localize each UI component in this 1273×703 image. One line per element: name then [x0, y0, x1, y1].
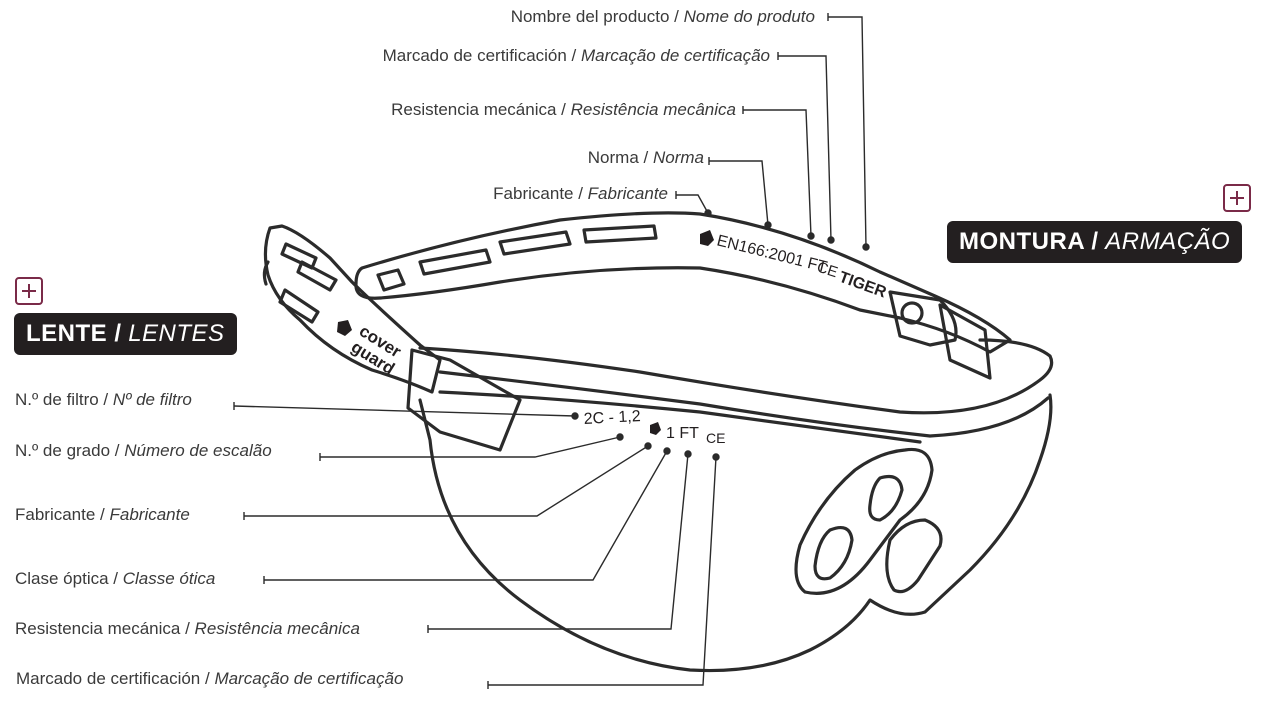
lens-outline — [418, 393, 1053, 673]
leader-standard-dot — [764, 221, 772, 229]
lens-ce-mark: CE — [706, 430, 725, 446]
leader-scale-number-dot — [616, 433, 624, 441]
frame-section-title: MONTURA / ARMAÇÃO — [947, 221, 1243, 263]
lens-label-manufacturer: Fabricante / Fabricante — [15, 505, 190, 524]
side-shield — [794, 447, 934, 595]
frame-label-product-name: Nombre del producto / Nome do produto — [510, 7, 815, 26]
frame-expand-icon[interactable] — [1223, 184, 1251, 212]
frame-label-mechanical-resistance: Resistencia mecánica / Resistência mecân… — [391, 100, 736, 119]
temple-slot-1 — [376, 268, 406, 292]
left-temple-hinge — [262, 260, 270, 286]
temple-slot-3 — [498, 230, 572, 256]
leader-lens-manufacturer — [244, 445, 649, 517]
frame-title-italic: ARMAÇÃO — [1105, 228, 1231, 255]
temple-hinge-plate — [938, 303, 992, 380]
leader-mechanical-resistance-dot — [807, 232, 815, 240]
leader-certification-dot — [827, 236, 835, 244]
lens-class-marking: 1 FT — [666, 425, 699, 442]
leader-lens-certification — [488, 456, 717, 686]
lens-expand-icon[interactable] — [15, 277, 43, 305]
temple-hinge-block — [888, 290, 958, 347]
temple-slot-2 — [418, 248, 492, 276]
temple-ce-mark: CE — [815, 259, 840, 282]
leader-certification — [778, 55, 832, 241]
frame-label-standard: Norma / Norma — [587, 148, 704, 167]
left-temple-slot-1 — [280, 242, 318, 270]
lens-title-bold: LENTE / — [26, 320, 122, 347]
lens-title-italic: LENTES — [128, 320, 225, 347]
leader-lens-certification-dot — [712, 453, 720, 461]
lens-code-marking: 2C - 1,2 — [583, 408, 641, 428]
temple-slot-4 — [582, 224, 658, 244]
temple-logo-icon — [700, 230, 714, 246]
leader-filter-number-dot — [571, 412, 579, 420]
frame-label-manufacturer: Fabricante / Fabricante — [493, 184, 668, 203]
left-temple-slot-3 — [278, 288, 320, 324]
leader-lens-mechanical — [428, 453, 689, 630]
lens-label-scale-number: N.º de grado / Número de escalão — [15, 441, 272, 460]
temple-hinge-screw — [900, 301, 924, 325]
leader-manufacturer — [676, 194, 709, 214]
left-temple-arm — [263, 224, 442, 394]
leader-standard — [709, 160, 769, 226]
brand-logo-icon — [337, 320, 352, 336]
leader-optical-class-dot — [663, 447, 671, 455]
lens-label-mechanical-resistance: Resistencia mecánica / Resistência mecân… — [15, 619, 360, 638]
side-shield-hole-2 — [813, 526, 854, 581]
leader-product-name-dot — [862, 243, 870, 251]
leader-mechanical-resistance — [743, 109, 812, 237]
side-shield-hole-1 — [868, 474, 904, 522]
brow-bar — [418, 338, 1054, 415]
leader-lens-manufacturer-dot — [644, 442, 652, 450]
leader-scale-number — [320, 436, 621, 458]
lens-label-certification: Marcado de certificación / Marcação de c… — [16, 669, 404, 688]
lens-logo-icon — [650, 422, 661, 435]
leader-filter-number — [233, 405, 576, 417]
left-temple-slot-2 — [296, 260, 338, 292]
leader-manufacturer-dot — [704, 209, 712, 217]
frame-title-bold: MONTURA / — [959, 228, 1099, 255]
lens-label-optical-class: Clase óptica / Classe ótica — [15, 569, 216, 588]
leader-lens-mechanical-dot — [684, 450, 692, 458]
lens-section-title: LENTE / LENTES — [14, 313, 237, 355]
leader-product-name — [828, 16, 867, 248]
right-temple-arm — [354, 211, 1012, 354]
left-nose-area — [406, 348, 522, 452]
frame-label-certification: Marcado de certificación / Marcação de c… — [382, 46, 770, 65]
brow-bar-inner — [438, 370, 1050, 438]
nose-pad — [885, 518, 943, 594]
lens-label-filter-number: N.º de filtro / Nº de filtro — [15, 390, 192, 409]
leader-optical-class — [264, 450, 668, 581]
